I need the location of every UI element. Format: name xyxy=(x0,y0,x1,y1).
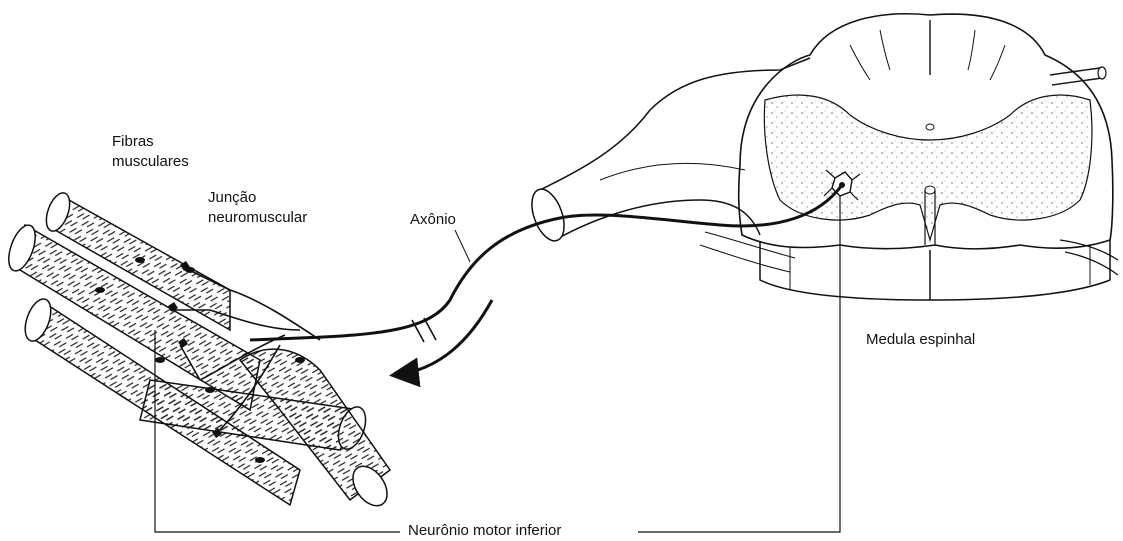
label-muscle-fibers: Fibras musculares xyxy=(112,132,189,172)
label-nmj-line1: Junção xyxy=(208,188,307,208)
label-muscle-fibers-line1: Fibras xyxy=(112,132,189,152)
label-spinal-cord: Medula espinhal xyxy=(866,330,975,350)
label-axon: Axônio xyxy=(410,210,456,230)
label-muscle-fibers-line2: musculares xyxy=(112,152,189,172)
axon-leader xyxy=(455,230,470,262)
label-lower-motor-neuron: Neurônio motor inferior xyxy=(402,521,567,541)
label-neuromuscular-junction: Junção neuromuscular xyxy=(208,188,307,228)
muscle-fibers xyxy=(3,190,394,512)
spinal-cord xyxy=(739,14,1118,300)
label-nmj-line2: neuromuscular xyxy=(208,208,307,228)
